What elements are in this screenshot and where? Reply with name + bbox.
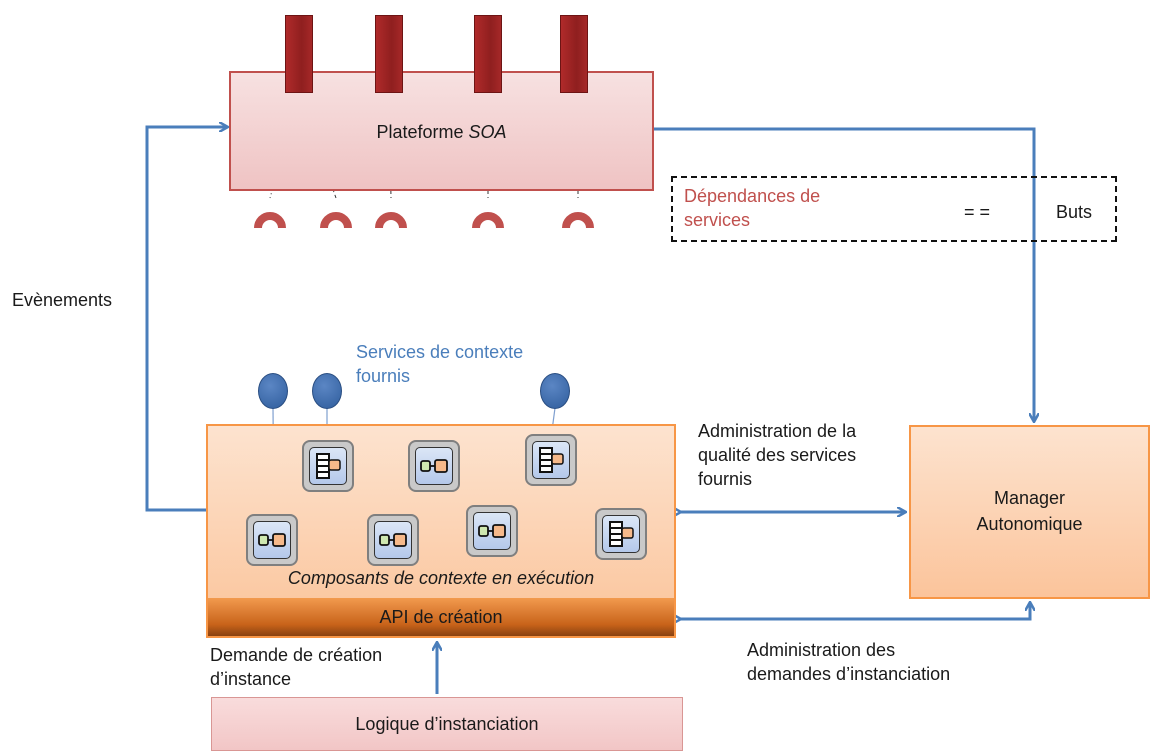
context-services-label: Services de contexte fournis (356, 342, 524, 386)
admin-quality-label: Administration de la qualité des service… (698, 421, 857, 489)
composite-component-icon (595, 508, 647, 560)
provided-service-icon (258, 373, 288, 409)
platform-port-1 (285, 15, 313, 93)
dependencies-goals-box (671, 176, 1117, 242)
component-icon (466, 505, 518, 557)
events-arrow (145, 127, 227, 512)
soa-to-manager-arrow (654, 127, 1034, 421)
composite-component-icon (525, 434, 577, 486)
admin-requests-label: Administration des demandes d’instanciat… (747, 640, 951, 684)
component-icon (367, 514, 419, 566)
autonomic-manager (909, 425, 1150, 599)
creation-api-bar: API de création (206, 598, 676, 638)
instantiation-logic-box: Logique d’instanciation (211, 697, 683, 751)
runtime-components-caption: Composants de contexte en exécution (287, 568, 595, 588)
platform-port-3 (474, 15, 502, 93)
provided-service-icon (312, 373, 342, 409)
required-service-icon (472, 212, 504, 229)
equals-sign: = = (964, 202, 991, 222)
required-service-icon (320, 212, 352, 229)
platform-port-2 (375, 15, 403, 93)
component-icon (408, 440, 460, 492)
creation-request-label: Demande de création d’instance (210, 645, 383, 689)
required-service-icon (375, 212, 407, 229)
dependencies-label: Dépendances de services (684, 186, 821, 230)
platform-port-4 (560, 15, 588, 93)
composite-component-icon (302, 440, 354, 492)
required-service-icon (562, 212, 594, 229)
component-icon (246, 514, 298, 566)
required-services-row (254, 212, 594, 229)
soa-platform-title: Plateforme SOA (376, 122, 507, 142)
goals-label: Buts (1056, 202, 1093, 222)
required-service-icon (254, 212, 286, 229)
creation-api-label: API de création (379, 606, 503, 627)
instantiation-logic-label: Logique d’instanciation (355, 713, 539, 734)
events-label: Evènements (12, 290, 113, 310)
autonomic-manager-title: Manager Autonomique (976, 488, 1083, 534)
admin-requests-arrow (680, 603, 1030, 619)
provided-service-icon (540, 373, 570, 409)
